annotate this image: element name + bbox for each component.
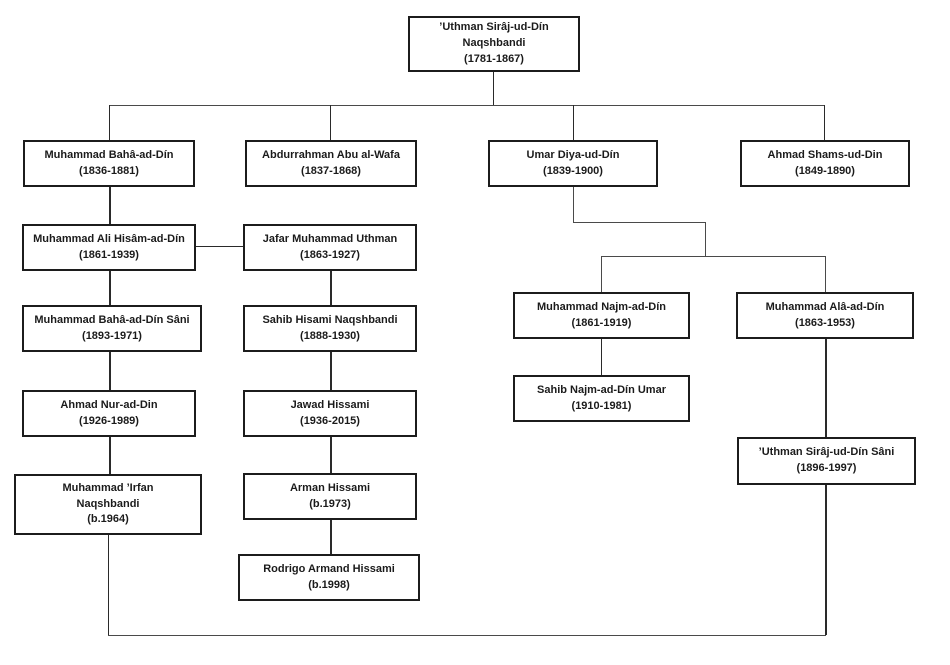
- node-jafar-dates: (1863-1927): [300, 248, 360, 261]
- node-baha-sani: Muhammad Bahâ-ad-Dín Sâni (1893-1971): [22, 305, 202, 352]
- node-ala-name: Muhammad Alâ-ad-Dín: [765, 300, 885, 313]
- node-baha-sani-dates: (1893-1971): [82, 329, 142, 342]
- node-abdwafa: Abdurrahman Abu al-Wafa (1837-1868): [245, 140, 417, 187]
- connector-drop-umar: [573, 105, 574, 140]
- connector-hisam-jafar-link: [196, 246, 243, 247]
- node-rodrigo-name: Rodrigo Armand Hissami: [263, 562, 395, 575]
- node-hisam-name: Muhammad Ali Hisâm-ad-Dín: [33, 232, 185, 245]
- connector-baha-hisam: [109, 187, 111, 224]
- node-nur-dates: (1926-1989): [79, 414, 139, 427]
- node-najm-name: Muhammad Najm-ad-Dín: [537, 300, 666, 313]
- connector-drop-najm: [601, 256, 602, 292]
- connector-hisam-baha-sani: [109, 271, 111, 305]
- node-ala: Muhammad Alâ-ad-Dín (1863-1953): [736, 292, 914, 339]
- node-jawad-name: Jawad Hissami: [290, 398, 370, 411]
- node-umar: Umar Diya-ud-Dín (1839-1900): [488, 140, 658, 187]
- connector-jawad-arman: [330, 437, 332, 473]
- connector-irfan-bottom: [108, 535, 109, 635]
- connector-uthman-sani-bottom: [825, 485, 827, 635]
- connector-drop-baha: [109, 105, 110, 140]
- node-baha-sani-name: Muhammad Bahâ-ad-Dín Sâni: [34, 313, 190, 326]
- connector-baha-sani-nur: [109, 352, 111, 390]
- node-sahib-hisami: Sahib Hisami Naqshbandi (1888-1930): [243, 305, 417, 352]
- node-najm: Muhammad Najm-ad-Dín (1861-1919): [513, 292, 690, 339]
- node-arman-name: Arman Hissami: [289, 481, 371, 494]
- node-root: ’Uthman Sirâj-ud-Dín Naqshbandi (1781-18…: [408, 16, 580, 72]
- node-uthman-sani-name: ’Uthman Sirâj-ud-Dín Sâni: [758, 446, 895, 459]
- node-shams: Ahmad Shams-ud-Din (1849-1890): [740, 140, 910, 187]
- node-abdwafa-dates: (1837-1868): [301, 164, 361, 177]
- node-jafar-name: Jafar Muhammad Uthman: [262, 232, 398, 245]
- node-baha: Muhammad Bahâ-ad-Dín (1836-1881): [23, 140, 195, 187]
- node-nur: Ahmad Nur-ad-Din (1926-1989): [22, 390, 196, 437]
- node-najm-dates: (1861-1919): [571, 316, 632, 329]
- node-baha-name: Muhammad Bahâ-ad-Dín: [44, 148, 174, 161]
- connector-nur-irfan: [109, 437, 111, 474]
- node-ala-dates: (1863-1953): [795, 316, 855, 329]
- connector-arman-rodrigo: [330, 520, 332, 554]
- node-irfan-name: Muhammad ’Irfan Naqshbandi: [62, 481, 154, 510]
- node-nur-name: Ahmad Nur-ad-Din: [60, 398, 158, 411]
- node-irfan-dates: (b.1964): [87, 513, 129, 526]
- node-sahib-hisami-dates: (1888-1930): [300, 329, 360, 342]
- node-hisam-dates: (1861-1939): [79, 248, 139, 261]
- node-arman: Arman Hissami (b.1973): [243, 473, 417, 520]
- node-sahib-hisami-name: Sahib Hisami Naqshbandi: [262, 313, 398, 326]
- node-rodrigo-dates: (b.1998): [308, 578, 350, 591]
- connector-jafar-sahib-hisami: [330, 271, 332, 305]
- node-umar-name: Umar Diya-ud-Dín: [526, 148, 620, 161]
- connector-bottom-bar: [108, 635, 826, 636]
- node-jawad-dates: (1936-2015): [300, 414, 360, 427]
- node-uthman-sani-dates: (1896-1997): [796, 462, 857, 474]
- node-sahib-najm: Sahib Najm-ad-Dín Umar (1910-1981): [513, 375, 690, 422]
- connector-drop-ala: [825, 256, 826, 292]
- connector-drop-shams: [824, 105, 825, 140]
- node-hisam: Muhammad Ali Hisâm-ad-Dín (1861-1939): [22, 224, 196, 271]
- connector-drop-abdwafa: [330, 105, 331, 140]
- node-abdwafa-name: Abdurrahman Abu al-Wafa: [262, 148, 400, 161]
- node-irfan: Muhammad ’Irfan Naqshbandi (b.1964): [14, 474, 202, 535]
- node-root-dates: (1781-1867): [464, 52, 524, 65]
- node-baha-dates: (1836-1881): [79, 164, 139, 177]
- node-jafar: Jafar Muhammad Uthman (1863-1927): [243, 224, 417, 271]
- connector-root-stem: [493, 72, 494, 105]
- node-rodrigo: Rodrigo Armand Hissami (b.1998): [238, 554, 420, 601]
- connector-generation1-bar: [109, 105, 825, 106]
- node-sahib-najm-name: Sahib Najm-ad-Dín Umar: [537, 383, 666, 396]
- node-sahib-najm-dates: (1910-1981): [571, 399, 632, 412]
- connector-umar-elbow-h: [573, 222, 705, 223]
- node-uthman-sani: ’Uthman Sirâj-ud-Dín Sâni (1896-1997): [737, 437, 916, 485]
- connector-umar-elbow-v: [705, 222, 706, 256]
- connector-umar-stem: [573, 187, 574, 222]
- node-umar-dates: (1839-1900): [543, 164, 603, 177]
- connector-sahib-hisami-jawad: [330, 352, 332, 390]
- node-shams-name: Ahmad Shams-ud-Din: [767, 148, 883, 161]
- node-shams-dates: (1849-1890): [795, 164, 855, 177]
- connector-najm-sahib-najm: [601, 339, 602, 375]
- node-root-name: ’Uthman Sirâj-ud-Dín Naqshbandi: [439, 21, 549, 50]
- node-jawad: Jawad Hissami (1936-2015): [243, 390, 417, 437]
- connector-ala-uthman-sani: [825, 339, 827, 437]
- node-arman-dates: (b.1973): [309, 497, 351, 510]
- connector-umar-children-bar: [601, 256, 826, 257]
